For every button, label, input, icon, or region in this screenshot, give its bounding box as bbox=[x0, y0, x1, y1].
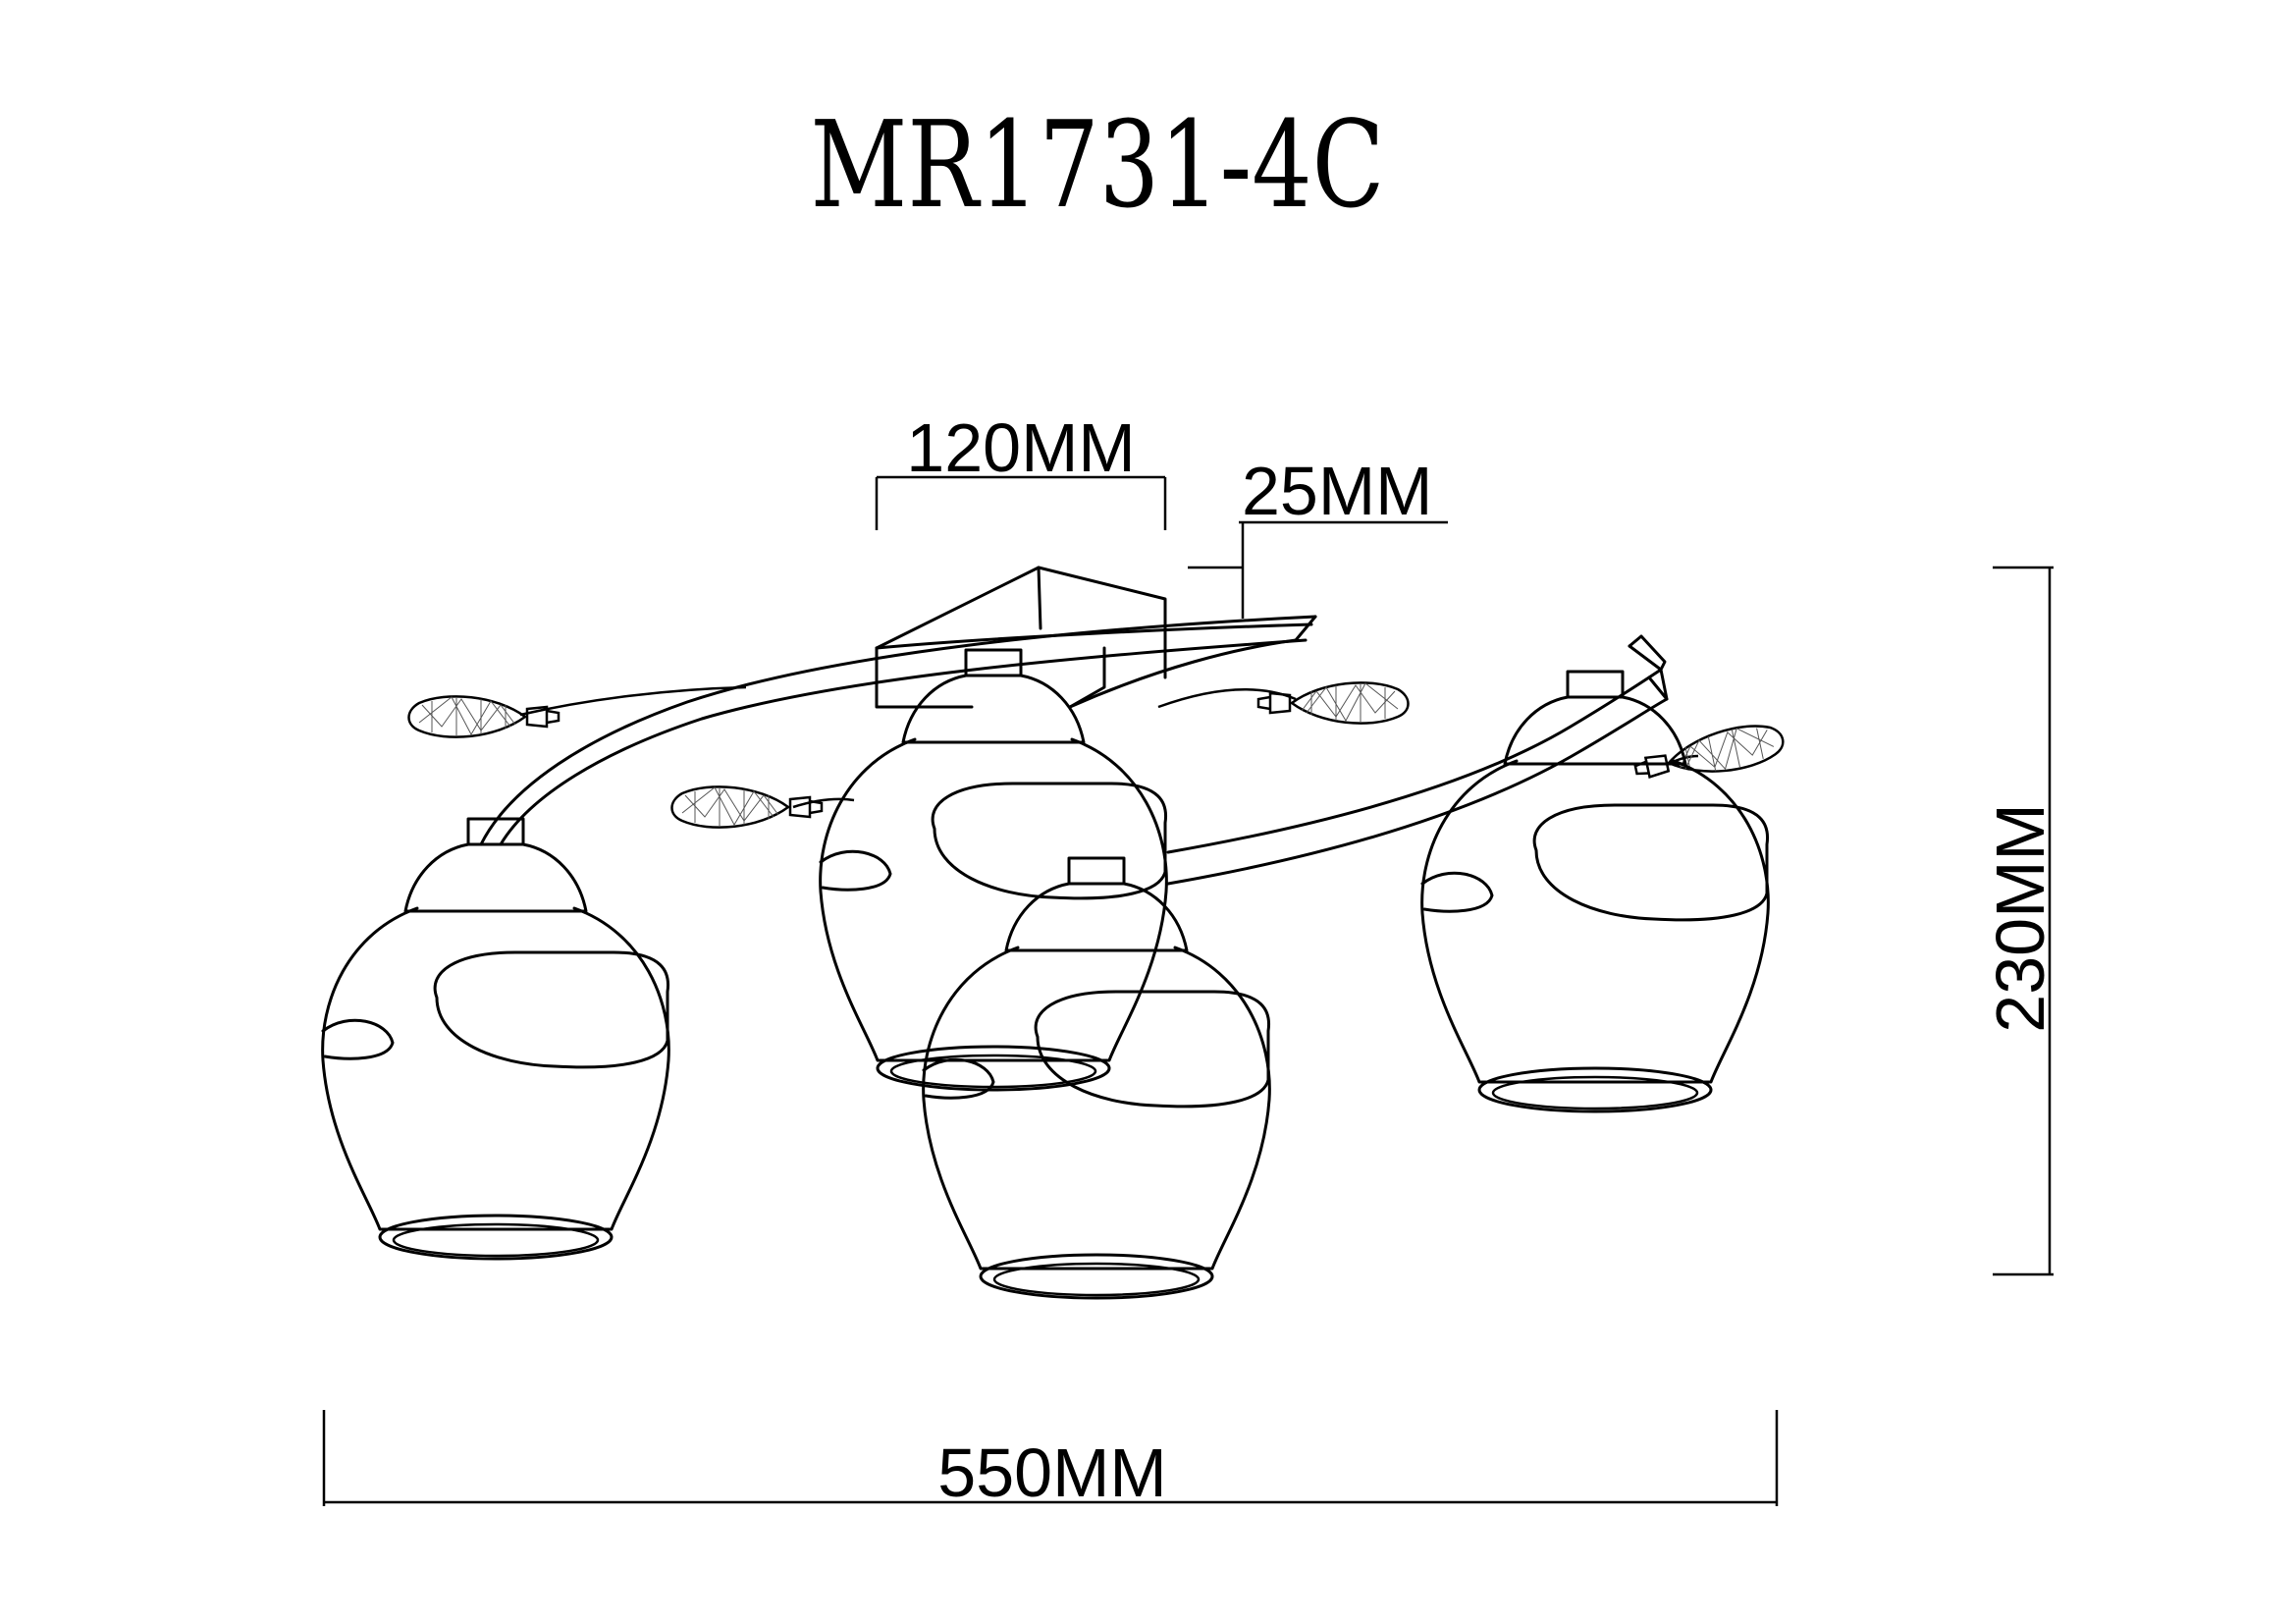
base-width-dimension: 120MM bbox=[875, 409, 1167, 530]
crystal-pendant-icon bbox=[670, 785, 824, 829]
total-height-dimension: 230MM bbox=[1982, 566, 2058, 1276]
glass-shade-right bbox=[1420, 670, 1770, 1113]
ceiling-base bbox=[875, 566, 1167, 709]
glass-shade-left bbox=[321, 817, 670, 1261]
base-height-dimension: 25MM bbox=[1188, 453, 1448, 619]
lamp-arms bbox=[479, 615, 1699, 886]
base-width-label: 120MM bbox=[906, 409, 1135, 486]
glass-shade-center bbox=[819, 648, 1168, 1092]
crystal-pendant-icon bbox=[1256, 681, 1410, 725]
total-height-label: 230MM bbox=[1982, 803, 2058, 1032]
model-title: MR1731-4C bbox=[811, 95, 1385, 235]
base-height-label: 25MM bbox=[1242, 453, 1432, 529]
total-width-dimension: 550MM bbox=[322, 1410, 1779, 1511]
total-width-label: 550MM bbox=[937, 1434, 1166, 1511]
crystal-pendant-icon bbox=[407, 695, 561, 738]
